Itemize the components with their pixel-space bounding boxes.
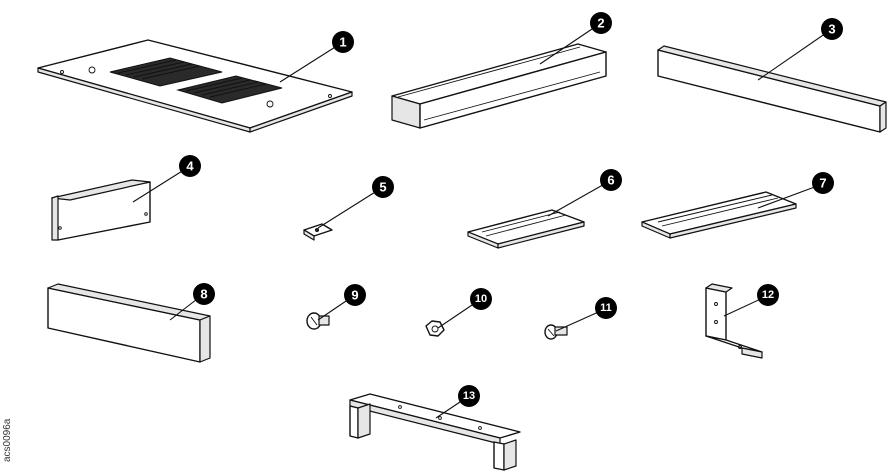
figure-id-label: acs0096a <box>2 418 13 462</box>
callout-1-label: 1 <box>339 35 346 50</box>
part-1-top-plate <box>37 39 353 133</box>
part-2-channel <box>391 43 607 129</box>
callout-9: 9 <box>344 284 366 306</box>
callout-4: 4 <box>179 155 201 177</box>
part-7-tray <box>641 191 797 239</box>
callout-7: 7 <box>812 172 834 194</box>
callout-3: 3 <box>821 18 843 40</box>
callout-4-label: 4 <box>186 159 194 174</box>
part-13-bridge-bracket <box>349 393 521 471</box>
part-4-bracket <box>51 179 151 241</box>
part-5-clip <box>303 223 333 241</box>
leader-10 <box>437 300 479 329</box>
callout-11-label: 11 <box>600 302 612 314</box>
leader-5 <box>317 188 381 229</box>
callout-3-label: 3 <box>828 22 835 37</box>
callout-10: 10 <box>470 288 492 310</box>
part-10-nut <box>425 320 445 337</box>
callout-13: 13 <box>458 385 480 407</box>
callout-12: 12 <box>757 284 779 306</box>
callout-9-label: 9 <box>351 288 358 303</box>
part-12-l-bracket <box>705 283 763 359</box>
callout-8: 8 <box>193 283 215 305</box>
leader-3 <box>757 30 830 81</box>
leader-4 <box>132 167 188 203</box>
callout-13-label: 13 <box>463 390 475 402</box>
callout-6: 6 <box>600 169 622 191</box>
leader-12 <box>723 296 766 317</box>
callout-6-label: 6 <box>607 173 614 188</box>
callout-1: 1 <box>332 31 354 53</box>
leader-7 <box>757 184 821 209</box>
leader-11 <box>555 309 604 332</box>
callout-8-label: 8 <box>200 287 207 302</box>
leader-2 <box>539 24 599 65</box>
callout-10-label: 10 <box>475 293 487 305</box>
part-8-bar <box>47 283 211 363</box>
leader-1 <box>279 43 341 83</box>
part-9-screw <box>306 312 330 330</box>
callout-2: 2 <box>590 12 612 34</box>
callout-5: 5 <box>372 176 394 198</box>
callout-7-label: 7 <box>819 176 826 191</box>
part-3-panel <box>657 45 887 133</box>
callout-11: 11 <box>595 297 617 319</box>
part-11-screw <box>544 324 568 340</box>
callout-12-label: 12 <box>762 289 774 301</box>
callout-2-label: 2 <box>597 16 604 31</box>
callout-5-label: 5 <box>379 180 386 195</box>
part-6-tray <box>467 209 585 249</box>
leader-6 <box>547 181 609 217</box>
